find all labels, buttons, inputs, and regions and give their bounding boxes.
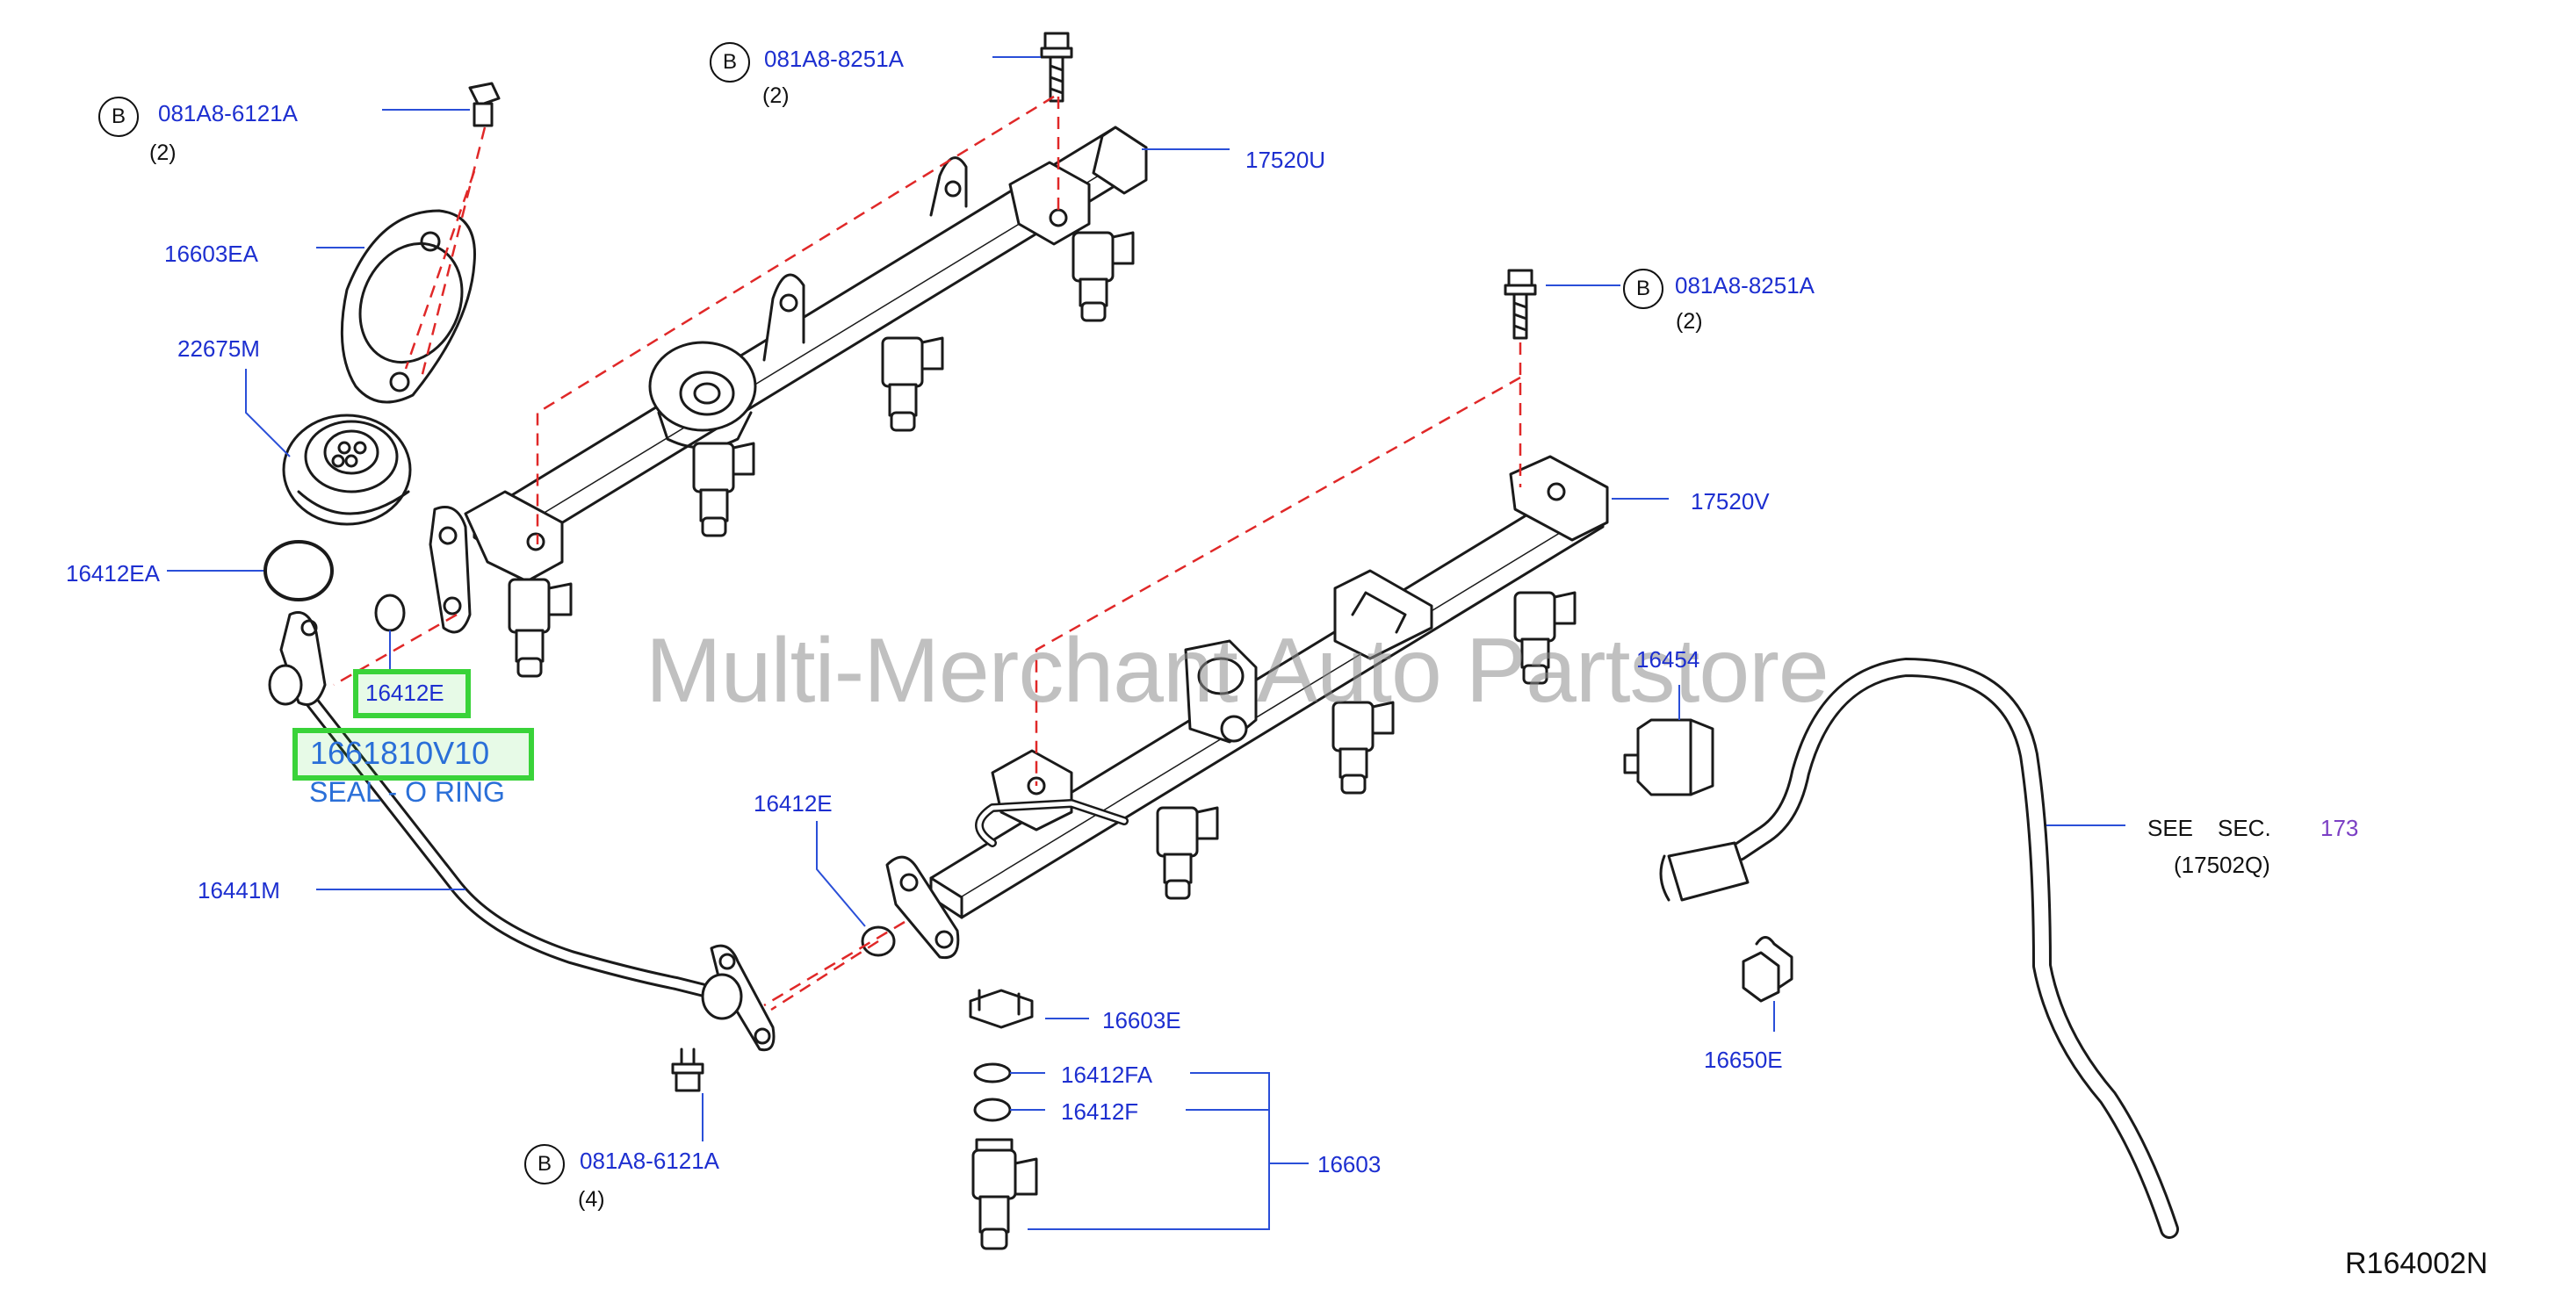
bolt-right bbox=[1504, 269, 1537, 340]
alignment-lines bbox=[333, 95, 1522, 1011]
gasket-plate bbox=[340, 209, 476, 404]
bolt-top-mid bbox=[1040, 32, 1073, 103]
diagram-reference-code: R164002N bbox=[2345, 1247, 2488, 1280]
label-oring-large[interactable]: 16412EA bbox=[66, 560, 160, 587]
oring-f bbox=[973, 1098, 1012, 1122]
b-marker-top-mid: B bbox=[710, 42, 750, 83]
sec-text: SEC. bbox=[2218, 815, 2271, 841]
oring-large bbox=[263, 540, 334, 601]
injector-upper-4 bbox=[1072, 231, 1135, 322]
qty-bolt-bottom: (4) bbox=[578, 1187, 605, 1212]
label-oring-f[interactable]: 16412F bbox=[1061, 1098, 1139, 1125]
injector-upper-1 bbox=[508, 578, 573, 678]
b-marker-right: B bbox=[1623, 269, 1663, 309]
fuel-tube bbox=[268, 611, 776, 1052]
section-part: (17502Q) bbox=[2174, 852, 2270, 878]
bolt-top-left bbox=[468, 82, 501, 127]
label-bolt-top-mid[interactable]: 081A8-8251A bbox=[764, 46, 905, 72]
qty-bolt-right: (2) bbox=[1676, 309, 1703, 334]
label-regulator[interactable]: 22675M bbox=[177, 335, 260, 362]
qty-bolt-top-left: (2) bbox=[149, 140, 177, 165]
highlight-box-oring bbox=[353, 669, 471, 718]
oring-small-top bbox=[374, 594, 406, 632]
oring-mid bbox=[861, 925, 896, 957]
b-marker-bottom: B bbox=[524, 1144, 565, 1184]
fuel-hose bbox=[1659, 658, 2179, 1239]
label-clip-injector[interactable]: 16603E bbox=[1102, 1007, 1181, 1033]
label-oring-small-top[interactable]: 16412E bbox=[365, 680, 444, 706]
fuel-rail-upper bbox=[429, 126, 1148, 678]
label-rail-lower[interactable]: 17520V bbox=[1691, 488, 1770, 515]
highlight-box-part-number bbox=[292, 728, 534, 781]
label-injector-assy[interactable]: 16603 bbox=[1317, 1151, 1382, 1177]
fuel-damper bbox=[1623, 718, 1714, 796]
label-oring-fa[interactable]: 16412FA bbox=[1061, 1062, 1153, 1088]
label-bolt-bottom[interactable]: 081A8-6121A bbox=[580, 1148, 720, 1174]
injector-upper-2 bbox=[692, 442, 755, 537]
injector-lower-1 bbox=[1156, 806, 1219, 900]
label-bolt-top-left[interactable]: 081A8-6121A bbox=[158, 100, 299, 126]
injector-clip bbox=[969, 989, 1034, 1029]
section-link[interactable]: 173 bbox=[2320, 815, 2359, 841]
fuel-rail-lower bbox=[885, 455, 1609, 960]
watermark-text: Multi-Merchant Auto Partstore bbox=[646, 620, 1829, 722]
injector-standalone bbox=[971, 1138, 1038, 1250]
label-tube[interactable]: 16441M bbox=[198, 877, 280, 903]
bolt-bottom bbox=[671, 1047, 704, 1092]
label-hose-clip[interactable]: 16650E bbox=[1704, 1047, 1783, 1073]
injector-upper-3 bbox=[881, 336, 944, 432]
leader-lines bbox=[167, 56, 2125, 1230]
b-marker-top-left: B bbox=[98, 97, 139, 137]
injector-lower-2 bbox=[1331, 701, 1395, 795]
see-text: SEE bbox=[2147, 815, 2194, 841]
injector-lower-3 bbox=[1513, 591, 1577, 685]
label-bolt-right[interactable]: 081A8-8251A bbox=[1675, 272, 1815, 299]
highlight-part-name: SEAL - O RING bbox=[309, 776, 505, 808]
oring-fa bbox=[973, 1062, 1012, 1083]
label-damper[interactable]: 16454 bbox=[1636, 646, 1700, 673]
pressure-regulator bbox=[282, 414, 412, 526]
label-rail-upper[interactable]: 17520U bbox=[1245, 147, 1326, 173]
label-gasket[interactable]: 16603EA bbox=[164, 241, 258, 267]
hose-clip bbox=[1742, 936, 1793, 1003]
highlight-part-number[interactable]: 1661810V10 bbox=[310, 735, 490, 771]
label-oring-mid[interactable]: 16412E bbox=[754, 790, 833, 817]
qty-bolt-top-mid: (2) bbox=[762, 83, 790, 108]
